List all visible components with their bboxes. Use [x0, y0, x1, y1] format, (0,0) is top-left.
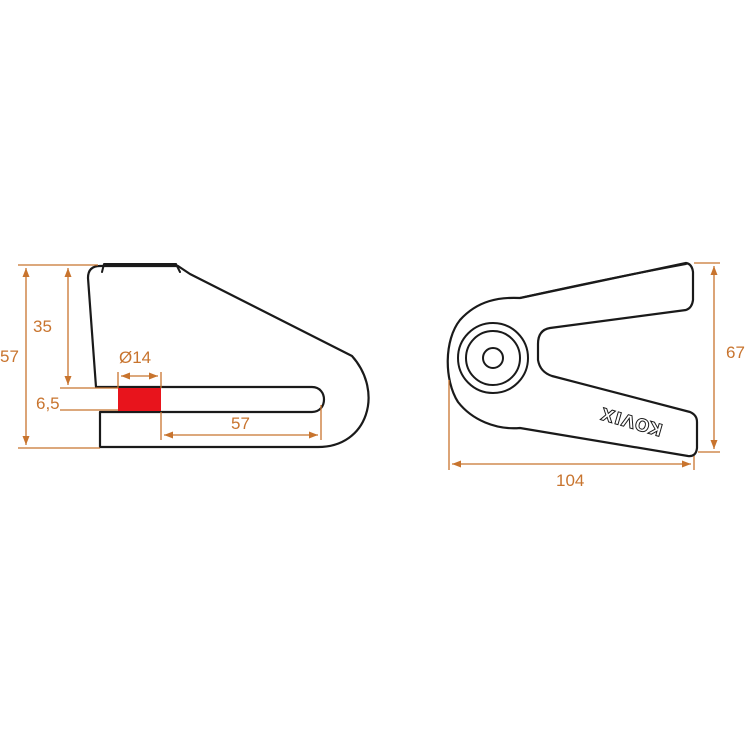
cylinder-outer-ring: [457, 322, 529, 394]
cylinder-middle-ring: [465, 330, 521, 386]
side-view: [86, 263, 370, 449]
label-overall-height: 57: [0, 347, 19, 366]
label-front-height: 67: [726, 343, 745, 362]
lock-top-cap: [101, 263, 181, 273]
label-pin-diameter: Ø14: [119, 348, 151, 367]
lock-body-side: [86, 264, 370, 449]
upper-arm-contour: [519, 263, 687, 299]
label-front-length: 104: [556, 471, 584, 490]
label-slot-width: 6,5: [36, 394, 60, 413]
side-view-dimensions: 57 35 6,5 Ø14 57: [0, 264, 322, 449]
label-upper-height: 35: [33, 317, 52, 336]
front-view-dimensions: 67 104: [448, 262, 745, 490]
front-view: KOVIX: [446, 261, 699, 458]
label-slot-depth: 57: [231, 414, 250, 433]
lock-body-front: [446, 261, 699, 458]
key-hole: [482, 347, 504, 369]
locking-pin: [118, 388, 161, 411]
